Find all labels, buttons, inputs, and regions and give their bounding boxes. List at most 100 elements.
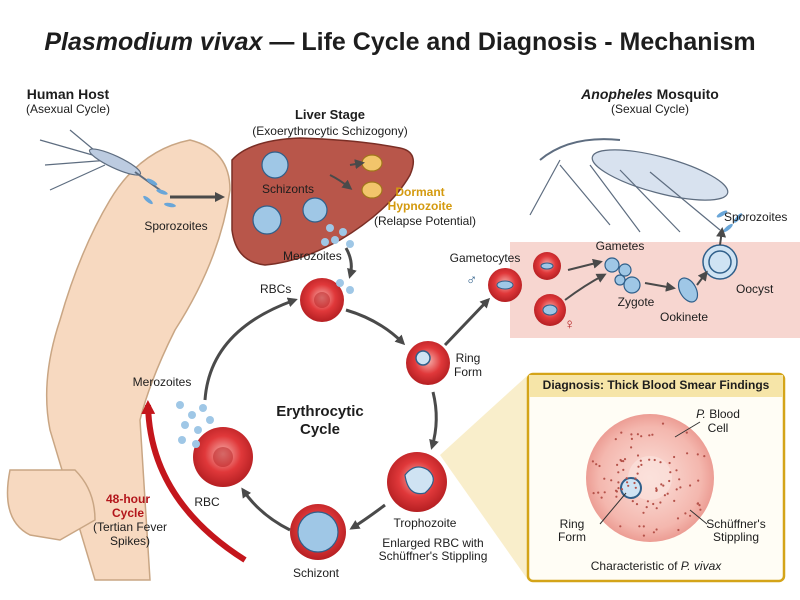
stippling-dot (652, 502, 655, 506)
stippling-dot (699, 508, 702, 511)
stippling-dot (661, 422, 665, 425)
mosquito-subtitle: (Sexual Cycle) (610, 102, 690, 116)
stippling-dot (640, 435, 643, 438)
stippling-dot (668, 461, 671, 465)
stippling-dot (679, 486, 682, 489)
stippling-dot (620, 431, 623, 434)
schizont-label: Schizont (292, 566, 340, 580)
stippling-dot (619, 525, 622, 528)
stippling-dot (603, 477, 606, 480)
zygote-label: Zygote (617, 295, 655, 309)
mosquito-icon-left (39, 129, 161, 191)
stippling-dot (617, 481, 620, 484)
trophozoite-label: Trophozoite (393, 516, 457, 530)
hypnozoite-label: Hypnozoite (387, 199, 453, 213)
sporozoites-human (143, 178, 176, 208)
page-title: Plasmodium vivax — Life Cycle and Diagno… (44, 28, 756, 56)
stippling-dot (655, 487, 658, 490)
ring-form-rbc (406, 341, 450, 385)
gametocyte-female (534, 294, 566, 326)
merozoites-entering (336, 279, 354, 294)
liver-stage-subtitle: (Exoerythrocytic Schizogony) (252, 124, 408, 138)
stippling-dot (636, 433, 640, 436)
female-symbol: ♀ (564, 316, 576, 333)
stippling-dot (622, 468, 625, 471)
stippling-dot (660, 483, 663, 486)
stippling-dots (591, 422, 706, 537)
stippling-dot (651, 433, 654, 436)
liver-schizonts (252, 151, 328, 235)
stippling-dot (633, 481, 636, 485)
stippling-dot (634, 477, 637, 480)
smear-ring-form-label-2: Form (558, 530, 586, 544)
stippling-dot (630, 437, 634, 440)
stippling-dot (615, 490, 619, 493)
tertian-fever-label-1: (Tertian Fever (92, 520, 168, 534)
stippling-dot (684, 512, 687, 515)
stippling-dot (673, 455, 676, 459)
stippling-dot (635, 503, 639, 506)
ring-form-label-1: Ring (455, 351, 481, 365)
smear-ring-form-label-1: Ring (559, 517, 585, 531)
cycle-48h-arrow (141, 400, 247, 563)
stippling-dot (653, 458, 656, 462)
blood-cell-label-1: P. Blood (696, 407, 740, 421)
stippling-dot (636, 454, 640, 457)
stippling-dot (600, 496, 603, 499)
gametocyte-male (488, 268, 522, 302)
stippling-dot (620, 488, 624, 491)
stippling-dot (673, 499, 676, 502)
stippling-dot (625, 477, 628, 480)
tertian-fever-label-2: Spikes) (109, 534, 151, 548)
relapse-label: (Relapse Potential) (373, 214, 477, 228)
trophozoite-rbc (387, 452, 447, 512)
stippling-dot (669, 471, 672, 474)
stippling-dot (675, 469, 678, 472)
ring-form-label-2: Form (454, 365, 482, 379)
liver-merozoites (321, 224, 354, 248)
enlarged-rbc-label-1: Enlarged RBC with (382, 536, 484, 550)
stippling-dot (627, 484, 630, 487)
rbc-label: RBC (194, 495, 220, 509)
stippling-dot (592, 492, 595, 495)
stippling-dot (655, 507, 658, 510)
stippling-dot (663, 494, 667, 497)
liver-stage-title: Liver Stage (294, 107, 366, 122)
zygote-icon (623, 276, 641, 294)
stippling-dot (637, 465, 640, 468)
stippling-dot (630, 446, 633, 449)
stippling-dot (636, 472, 639, 475)
stippling-dot (662, 484, 665, 487)
stippling-dot (642, 511, 645, 514)
stippling-dot (689, 514, 692, 517)
stippling-dot (603, 491, 606, 494)
rbcs-label: RBCs (260, 282, 292, 296)
stippling-dot (616, 463, 619, 466)
stippling-dot (677, 528, 680, 532)
stippling-dot (648, 458, 651, 461)
stippling-dot (655, 528, 658, 531)
oocyst-label: Oocyst (736, 282, 774, 296)
stippling-dot (698, 504, 701, 507)
cycle-48h-label-1: 48-hour (105, 492, 151, 506)
stippling-dot (639, 459, 642, 462)
stippling-dot (617, 487, 620, 490)
cycle-48h-label-2: Cycle (111, 506, 145, 520)
stippling-dot (703, 455, 706, 458)
stippling-dot (640, 463, 643, 466)
enlarged-rbc-label-2: Schüffner's Stippling (378, 549, 488, 563)
stippling-dot (645, 506, 648, 509)
human-host-subtitle: (Asexual Cycle) (25, 102, 111, 116)
stippling-dot (638, 525, 641, 528)
stippling-dot (686, 452, 689, 455)
stippling-dot (598, 464, 601, 468)
stippling-dot (617, 471, 620, 474)
schizonts-label: Schizonts (262, 182, 315, 196)
stippling-dot (659, 501, 662, 504)
dormant-label: Dormant (395, 185, 445, 199)
stippling-label-1: Schüffner's (706, 517, 766, 531)
callout-wedge (440, 375, 528, 580)
stippling-dot (678, 478, 681, 481)
stippling-dot (685, 431, 688, 434)
